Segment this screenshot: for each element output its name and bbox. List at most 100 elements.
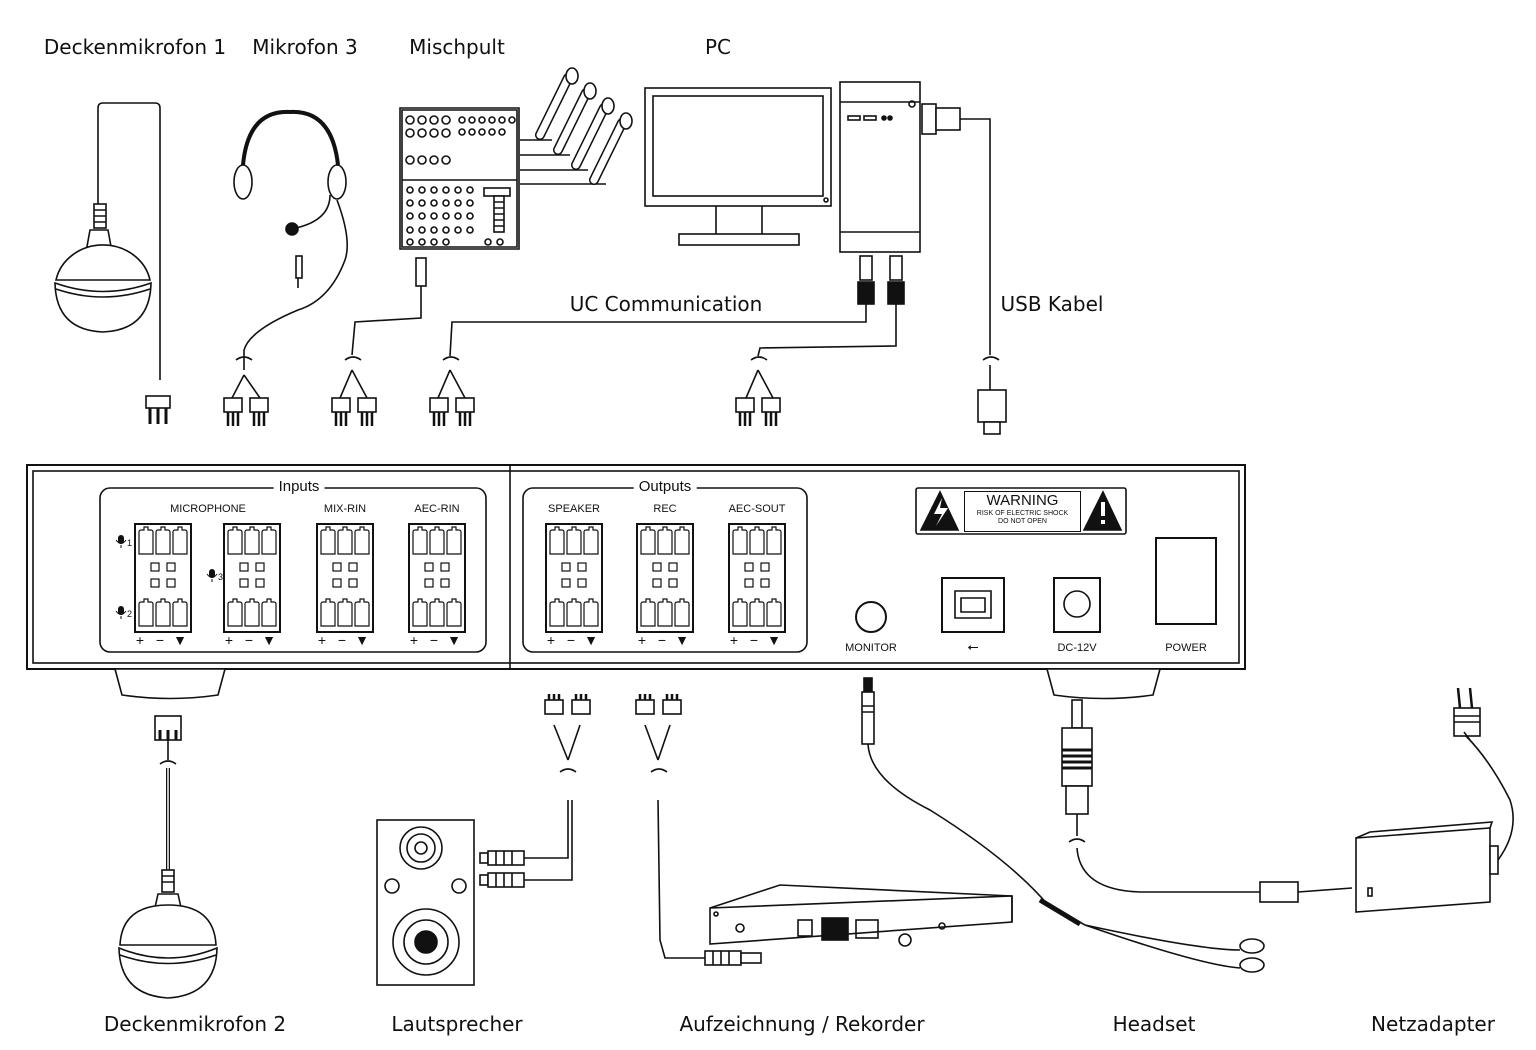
terminal-pin-bottom (138, 598, 154, 627)
terminal-polarity-label: − (750, 632, 758, 648)
terminal-pin-top (227, 526, 243, 555)
terminal-screw (668, 578, 678, 588)
terminal-polarity-label: + (318, 632, 326, 648)
terminal-polarity-label: − (658, 632, 666, 648)
terminal-screw (561, 578, 571, 588)
port-label-aec-sout: AEC-SOUT (728, 503, 786, 515)
terminal-pin-bottom (732, 598, 748, 627)
terminal-screw (166, 578, 176, 588)
terminal-polarity-label: ▼ (584, 632, 598, 648)
microphone-icon-stand (206, 573, 218, 582)
microphone-index-label: 1 (127, 538, 132, 548)
label-mixer: Mischpult (409, 35, 505, 59)
terminal-pin-top (640, 526, 656, 555)
terminal-polarity-label: − (156, 632, 164, 648)
label-recorder: Aufzeichnung / Rekorder (679, 1012, 925, 1036)
terminal-screw (652, 562, 662, 572)
terminal-pin-bottom (657, 598, 673, 627)
terminal-screw (760, 562, 770, 572)
label-pc: PC (704, 35, 732, 59)
terminal-polarity-label: ▼ (447, 632, 461, 648)
terminal-polarity-label: ▼ (355, 632, 369, 648)
warning-line-2: DO NOT OPEN (998, 518, 1047, 525)
terminal-pin-bottom (155, 598, 171, 627)
label-usb-cable: USB Kabel (1000, 292, 1104, 316)
terminal-pin-bottom (244, 598, 260, 627)
terminal-pin-top (766, 526, 782, 555)
microphone-icon (209, 569, 215, 578)
terminal-pin-top (320, 526, 336, 555)
label-power-adapter: Netzadapter (1371, 1012, 1495, 1036)
port-label-power: POWER (1165, 642, 1207, 654)
terminal-screw (239, 578, 249, 588)
warning-line-1: RISK OF ELECTRIC SHOCK (976, 510, 1069, 517)
microphone-icon-stand (115, 610, 127, 619)
terminal-pin-top (549, 526, 565, 555)
terminal-polarity-label: ▼ (675, 632, 689, 648)
terminal-pin-top (674, 526, 690, 555)
label-uc-communication: UC Communication (569, 292, 763, 316)
terminal-pin-bottom (354, 598, 370, 627)
terminal-pin-bottom (412, 598, 428, 627)
terminal-screw (348, 578, 358, 588)
terminal-screw (668, 562, 678, 572)
terminal-pin-bottom (172, 598, 188, 627)
terminal-polarity-label: ▼ (262, 632, 276, 648)
terminal-polarity-label: + (136, 632, 144, 648)
terminal-polarity-label: + (730, 632, 738, 648)
mixer-device (331, 67, 633, 426)
microphone-icon-stand (115, 539, 127, 548)
terminal-screw (561, 562, 571, 572)
terminal-polarity-label: − (245, 632, 253, 648)
terminal-pin-top (429, 526, 445, 555)
terminal-polarity-label: − (430, 632, 438, 648)
terminal-pin-bottom (749, 598, 765, 627)
terminal-pin-bottom (227, 598, 243, 627)
warning-plate: WARNING RISK OF ELECTRIC SHOCK DO NOT OP… (964, 491, 1081, 532)
terminal-screw (348, 562, 358, 572)
terminal-pin-bottom (766, 598, 782, 627)
headset-device (861, 677, 1265, 973)
terminal-screw (760, 578, 770, 588)
port-label-monitor: MONITOR (845, 642, 897, 654)
terminal-pin-top (155, 526, 171, 555)
terminal-pin-top (657, 526, 673, 555)
inputs-group-title: Inputs (273, 478, 325, 495)
terminal-pin-bottom (261, 598, 277, 627)
terminal-polarity-label: − (338, 632, 346, 648)
port-label-dc: DC-12V (1057, 642, 1097, 654)
terminal-pin-bottom (566, 598, 582, 627)
terminal-pin-top (732, 526, 748, 555)
terminal-pin-top (354, 526, 370, 555)
microphone-index-label: 2 (127, 609, 132, 619)
terminal-screw (744, 562, 754, 572)
microphone-3-headset (223, 109, 348, 426)
terminal-pin-bottom (674, 598, 690, 627)
terminal-pin-bottom (446, 598, 462, 627)
terminal-screw (577, 578, 587, 588)
terminal-screw (424, 578, 434, 588)
terminal-screw (150, 562, 160, 572)
terminal-pin-top (412, 526, 428, 555)
label-headset: Headset (1112, 1012, 1196, 1036)
terminal-screw (744, 578, 754, 588)
terminal-blocks: +−▼+−▼+−▼+−▼+−▼+−▼+−▼123 (115, 523, 786, 648)
port-label-mix-rin: MIX-RIN (323, 503, 367, 515)
port-label-microphone: MICROPHONE (170, 503, 246, 515)
label-speaker: Lautsprecher (391, 1012, 523, 1036)
microphone-icon (118, 535, 124, 544)
terminal-pin-top (244, 526, 260, 555)
terminal-screw (255, 562, 265, 572)
speaker-device (376, 694, 591, 986)
port-label-aec-rin: AEC-RIN (414, 503, 460, 515)
terminal-pin-bottom (549, 598, 565, 627)
terminal-screw (255, 578, 265, 588)
terminal-polarity-label: ▼ (767, 632, 781, 648)
recorder-device (635, 694, 1013, 966)
terminal-screw (577, 562, 587, 572)
terminal-polarity-label: + (410, 632, 418, 648)
pc-device (429, 81, 1007, 435)
terminal-screw (424, 562, 434, 572)
